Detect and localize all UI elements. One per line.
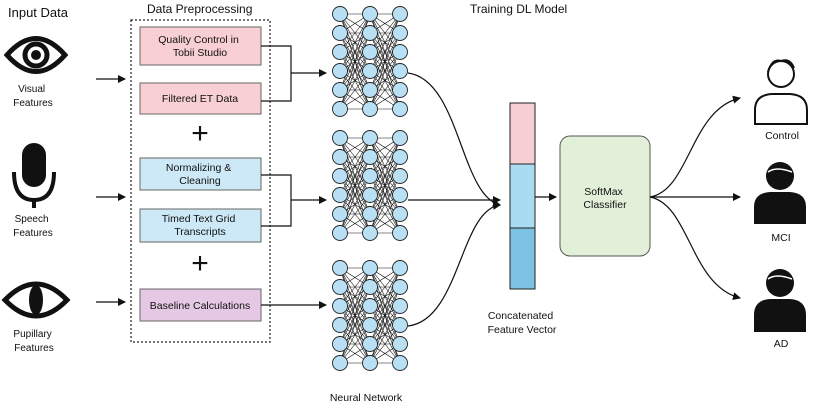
neuron — [392, 225, 408, 241]
data-preprocessing-header: Data Preprocessing — [147, 2, 252, 16]
neuron — [392, 168, 408, 184]
neuron — [332, 168, 348, 184]
neuron — [362, 187, 378, 203]
neural-network-3 — [332, 260, 408, 371]
neuron — [392, 206, 408, 222]
neuron — [332, 317, 348, 333]
network-to-vector-curves — [407, 72, 501, 327]
neuron — [392, 6, 408, 22]
neuron — [362, 101, 378, 117]
neuron — [362, 206, 378, 222]
neural-network-2 — [332, 130, 408, 241]
classifier-output-curves — [649, 95, 741, 301]
neuron — [392, 336, 408, 352]
neuron — [332, 336, 348, 352]
neuron — [362, 168, 378, 184]
neuron — [332, 25, 348, 41]
neuron — [392, 82, 408, 98]
neuron — [362, 279, 378, 295]
neural-network-1 — [332, 6, 408, 117]
neuron — [392, 44, 408, 60]
neuron — [392, 25, 408, 41]
timed-text-box — [139, 208, 262, 243]
vector-segment-blue — [509, 227, 536, 290]
neuron — [332, 225, 348, 241]
neuron — [362, 63, 378, 79]
baseline-box — [139, 288, 262, 322]
preprocessing-container — [130, 19, 271, 343]
neuron — [392, 130, 408, 146]
neuron — [362, 225, 378, 241]
input-data-header: Input Data — [8, 5, 69, 20]
neuron — [332, 6, 348, 22]
quality-control-box — [139, 26, 262, 66]
neuron — [362, 317, 378, 333]
ad-label: AD — [774, 338, 789, 350]
softmax-classifier-label: SoftMax Classifier — [583, 186, 627, 211]
neural-network-label: Neural Network — [330, 392, 403, 402]
neuron — [332, 260, 348, 276]
neuron — [332, 130, 348, 146]
ad-person-icon — [754, 269, 806, 332]
preprocessing-connectors — [261, 45, 292, 227]
control-person-icon — [754, 59, 808, 125]
neural-networks — [332, 6, 408, 371]
neuron — [332, 149, 348, 165]
training-model-header: Training DL Model — [470, 2, 567, 16]
speech-features-label: Speech Features — [13, 214, 52, 239]
neuron — [362, 130, 378, 146]
neuron — [362, 355, 378, 371]
vector-segment-pink — [509, 102, 536, 165]
neuron — [332, 355, 348, 371]
neuron — [392, 63, 408, 79]
neuron — [392, 298, 408, 314]
neuron — [362, 6, 378, 22]
neuron — [332, 279, 348, 295]
neuron — [392, 260, 408, 276]
neuron — [362, 82, 378, 98]
concatenated-vector-label: Concatenated Feature Vector — [488, 310, 557, 336]
neuron — [332, 44, 348, 60]
neuron — [332, 187, 348, 203]
timed-text-label: Timed Text Grid Transcripts — [162, 213, 238, 238]
softmax-classifier-box — [559, 135, 651, 257]
mci-person-icon — [754, 162, 806, 224]
neuron — [392, 187, 408, 203]
neuron — [362, 149, 378, 165]
neuron — [332, 101, 348, 117]
mci-label: MCI — [771, 232, 790, 244]
neuron — [332, 63, 348, 79]
neuron — [332, 298, 348, 314]
neuron — [362, 260, 378, 276]
filtered-et-box — [139, 82, 262, 115]
vector-segment-light-blue — [509, 163, 536, 229]
neuron — [332, 82, 348, 98]
pupillary-features-label: Pupillary Features — [13, 329, 54, 354]
eye-icon — [3, 36, 69, 74]
plus-symbol-2: + — [191, 247, 209, 280]
neuron — [392, 317, 408, 333]
neuron — [392, 355, 408, 371]
neuron — [392, 149, 408, 165]
neuron — [392, 101, 408, 117]
plus-symbol-1: + — [191, 117, 209, 150]
neuron — [362, 44, 378, 60]
neuron — [362, 25, 378, 41]
control-label: Control — [765, 130, 799, 142]
pupil-eye-icon — [1, 281, 71, 319]
baseline-label: Baseline Calculations — [150, 300, 250, 312]
normalizing-label: Normalizing & Cleaning — [166, 162, 234, 187]
neuron — [392, 279, 408, 295]
neuron — [332, 206, 348, 222]
visual-features-label: Visual Features — [13, 84, 52, 109]
filtered-et-label: Filtered ET Data — [162, 93, 238, 105]
neuron — [362, 336, 378, 352]
neuron — [362, 298, 378, 314]
microphone-icon — [12, 143, 56, 208]
quality-control-label: Quality Control in Tobii Studio — [158, 34, 241, 59]
normalizing-box — [139, 157, 262, 191]
